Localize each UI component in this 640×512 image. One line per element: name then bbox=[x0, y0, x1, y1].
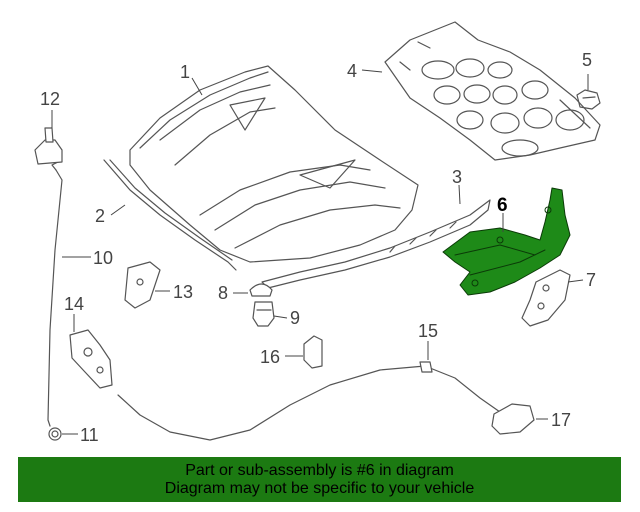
hood-panel-part[interactable] bbox=[129, 65, 419, 263]
cowl-seal-part[interactable] bbox=[261, 199, 491, 289]
clip-part[interactable] bbox=[576, 89, 601, 110]
callout-5: 5 bbox=[582, 50, 592, 70]
callout-13: 13 bbox=[173, 282, 193, 302]
banner-line-part-number: Part or sub-assembly is #6 in diagram bbox=[185, 461, 454, 479]
hood-seal-part[interactable] bbox=[103, 159, 237, 271]
callout-2: 2 bbox=[95, 206, 105, 226]
hood-latch-part[interactable] bbox=[69, 329, 113, 389]
hood-hinge-part[interactable] bbox=[442, 187, 571, 296]
hood-prop-rod-part[interactable] bbox=[47, 161, 63, 427]
callout-4: 4 bbox=[347, 61, 357, 81]
retainer-clip-part[interactable] bbox=[252, 301, 275, 327]
callout-7: 7 bbox=[586, 270, 596, 290]
callout-16: 16 bbox=[260, 347, 280, 367]
callout-1: 1 bbox=[180, 62, 190, 82]
callout-6: 6 bbox=[497, 195, 508, 216]
hinge-bracket-part[interactable] bbox=[521, 269, 571, 327]
cable-guide-part[interactable] bbox=[303, 335, 323, 369]
banner-line-disclaimer: Diagram may not be specific to your vehi… bbox=[164, 479, 475, 497]
callout-8: 8 bbox=[218, 283, 228, 303]
callout-14: 14 bbox=[64, 294, 84, 314]
callout-12: 12 bbox=[40, 89, 60, 109]
callout-3: 3 bbox=[452, 167, 462, 187]
callout-17: 17 bbox=[551, 410, 571, 430]
release-cable-part[interactable] bbox=[117, 361, 501, 441]
grommet-part[interactable] bbox=[48, 427, 62, 441]
latch-bracket-part[interactable] bbox=[124, 261, 161, 309]
prop-rod-bracket-part[interactable] bbox=[34, 127, 63, 165]
parts-diagram: 1 2 3 4 5 6 7 8 9 10 11 12 13 14 15 16 1… bbox=[34, 21, 601, 445]
release-handle-part[interactable] bbox=[491, 403, 535, 435]
hood-bumper-part[interactable] bbox=[249, 283, 273, 297]
callout-10: 10 bbox=[93, 248, 113, 268]
callout-9: 9 bbox=[290, 308, 300, 328]
callout-11: 11 bbox=[80, 425, 99, 445]
callout-15: 15 bbox=[418, 321, 438, 341]
hood-insulator-part[interactable] bbox=[384, 21, 601, 161]
vehicle-fit-banner: Part or sub-assembly is #6 in diagram Di… bbox=[18, 457, 621, 502]
